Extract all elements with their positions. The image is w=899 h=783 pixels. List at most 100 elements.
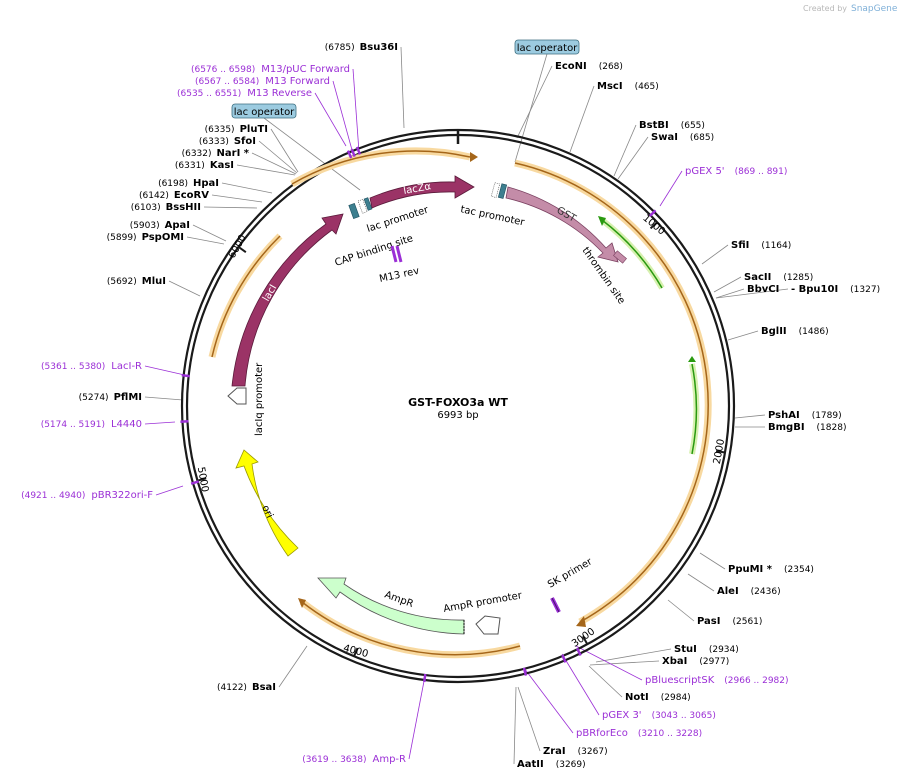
primer-site-10[interactable]: Amp-R(3619 .. 3638) — [302, 754, 406, 765]
enzyme-site-23[interactable]: NarI *(6332) — [182, 148, 250, 159]
enzyme-site-1[interactable]: EcoNI(268) — [555, 61, 623, 72]
enzyme-site-7[interactable]: BbvCI — [747, 284, 779, 295]
enzyme-position: (5274) — [79, 393, 109, 403]
enzyme-site-27[interactable]: BssHII(6103) — [131, 202, 201, 213]
scale-tick-4000 — [353, 647, 359, 657]
scale-tick-3000 — [582, 635, 589, 645]
enzyme-leader — [144, 396, 184, 401]
primer-leader — [408, 675, 426, 760]
enzyme-site-25[interactable]: HpaI(6198) — [158, 178, 219, 189]
enzyme-site-5[interactable]: SfiI(1164) — [731, 240, 791, 251]
enzyme-position: (2934) — [709, 645, 739, 655]
enzyme-site-21[interactable]: PluTI(6335) — [205, 124, 268, 135]
enzyme-site-26[interactable]: EcoRV(6142) — [139, 190, 209, 201]
enzyme-name: MscI — [597, 81, 623, 92]
m13rev-feature[interactable] — [390, 245, 403, 263]
lac-operator-mark-left[interactable] — [348, 203, 360, 219]
primer-site-9[interactable]: pBRforEco(3210 .. 3228) — [576, 728, 702, 739]
primer-name: M13 Reverse — [247, 88, 312, 99]
primer-site-3[interactable]: pGEX 5'(869 .. 891) — [685, 166, 787, 177]
enzyme-site-6[interactable]: SacII(1285) — [744, 272, 813, 283]
enzyme-site-24[interactable]: KasI(6331) — [175, 160, 234, 171]
primer-leader — [659, 170, 683, 207]
orf-arc-right-head — [576, 616, 586, 627]
enzyme-site-29[interactable]: PspOMI(5899) — [107, 232, 184, 243]
enzyme-name: ApaI — [165, 220, 190, 231]
enzyme-site-28[interactable]: ApaI (5903) — [130, 220, 190, 231]
ampr-feature[interactable] — [317, 577, 465, 635]
enzyme-site-22[interactable]: SfoI(6333) — [199, 136, 256, 147]
enzyme-site-4[interactable]: SwaI(685) — [651, 132, 714, 143]
lac-promoter-label: lac promoter — [366, 204, 431, 235]
enzyme-site-17[interactable]: NotI(2984) — [625, 692, 691, 703]
enzyme-site-3[interactable]: BstBI(655) — [639, 120, 705, 131]
ampr-promoter-feature[interactable] — [475, 615, 501, 635]
primer-name: pBluescriptSK — [645, 675, 715, 686]
primer-site-mark — [181, 373, 190, 378]
enzyme-leader — [236, 164, 296, 176]
cap-site-label: CAP binding site — [334, 233, 415, 269]
ampr-promoter-label: AmpR promoter — [443, 590, 524, 615]
laciq-promoter-feature[interactable] — [227, 387, 247, 405]
enzyme-name: Bsu36I — [360, 42, 398, 53]
enzyme-site-20[interactable]: BsaI(4122) — [217, 682, 276, 693]
enzyme-leader — [516, 65, 553, 139]
enzyme-site-9[interactable]: BglII(1486) — [761, 326, 829, 337]
enzyme-site-31[interactable]: PflMI(5274) — [79, 392, 142, 403]
enzyme-site-12[interactable]: PpuMI *(2354) — [728, 564, 814, 575]
sk-primer-feature[interactable] — [550, 597, 561, 613]
enzyme-site-8[interactable]: - Bpu10I(1327) — [791, 284, 880, 295]
enzyme-position: (655) — [681, 121, 705, 131]
gst-feature[interactable] — [505, 186, 619, 263]
enzyme-leader — [278, 645, 308, 688]
enzyme-name: SfoI — [234, 136, 256, 147]
primer-site-mark — [648, 209, 657, 217]
enzyme-position: (5903) — [130, 221, 160, 231]
enzyme-site-13[interactable]: AleI(2436) — [717, 586, 781, 597]
ori-feature[interactable] — [235, 449, 299, 557]
primer-position: (869 .. 891) — [735, 167, 788, 177]
enzyme-site-2[interactable]: MscI(465) — [597, 81, 659, 92]
enzyme-site-10[interactable]: PshAI(1789) — [768, 410, 842, 421]
primer-name: LacI-R — [111, 361, 142, 372]
cap-site-mark[interactable] — [363, 197, 373, 211]
enzyme-site-15[interactable]: StuI(2934) — [674, 644, 739, 655]
lac-operator-callout-0[interactable]: lac operator — [514, 39, 580, 55]
primer-leader — [314, 92, 347, 147]
lac-promoter-mark[interactable] — [357, 198, 368, 214]
enzyme-name: NarI * — [217, 148, 250, 159]
primer-site-7[interactable]: pBluescriptSK(2966 .. 2982) — [645, 675, 789, 686]
enzyme-leader — [400, 46, 405, 129]
enzyme-name: EcoNI — [555, 61, 587, 72]
tac-promoter-mark[interactable] — [490, 182, 501, 198]
primer-site-6[interactable]: pBR322ori-F(4921 .. 4940) — [21, 490, 153, 501]
enzyme-name: PasI — [697, 616, 720, 627]
enzyme-site-16[interactable]: XbaI(2977) — [662, 656, 729, 667]
primer-site-4[interactable]: LacI-R(5361 .. 5380) — [41, 361, 142, 372]
enzyme-site-11[interactable]: BmgBI(1828) — [768, 422, 846, 433]
laci-feature[interactable] — [231, 213, 344, 387]
enzyme-position: (6785) — [325, 43, 355, 53]
snapgene-brand[interactable]: SnapGene — [851, 4, 898, 14]
primer-site-2[interactable]: M13 Reverse(6535 .. 6551) — [177, 88, 312, 99]
enzyme-site-14[interactable]: PasI(2561) — [697, 616, 762, 627]
enzyme-site-18[interactable]: ZraI(3267) — [543, 746, 608, 757]
primer-site-5[interactable]: L4440(5174 .. 5191) — [41, 419, 142, 430]
primer-site-0[interactable]: M13/pUC Forward(6576 .. 6598) — [191, 64, 350, 75]
primer-site-1[interactable]: M13 Forward(6567 .. 6584) — [195, 76, 330, 87]
thrombin-site[interactable] — [613, 250, 627, 264]
enzyme-name: SacII — [744, 272, 771, 283]
enzyme-site-19[interactable]: AatII(3269) — [517, 759, 586, 770]
lac-operator-mark-right[interactable] — [497, 183, 508, 199]
enzyme-site-0[interactable]: Bsu36I (6785) — [325, 42, 398, 53]
lac-operator-callout-1[interactable]: lac operator — [231, 103, 297, 119]
lacza-feature[interactable] — [369, 175, 475, 209]
primer-name: pBR322ori-F — [91, 490, 153, 501]
enzyme-site-30[interactable]: MluI(5692) — [107, 276, 166, 287]
enzyme-leader — [715, 288, 789, 299]
primer-site-8[interactable]: pGEX 3'(3043 .. 3065) — [602, 710, 716, 721]
enzyme-name: - Bpu10I — [791, 284, 838, 295]
primer-site-mark — [355, 146, 362, 155]
plasmid-name: GST-FOXO3a WT — [408, 396, 508, 409]
enzyme-position: (2354) — [784, 565, 814, 575]
